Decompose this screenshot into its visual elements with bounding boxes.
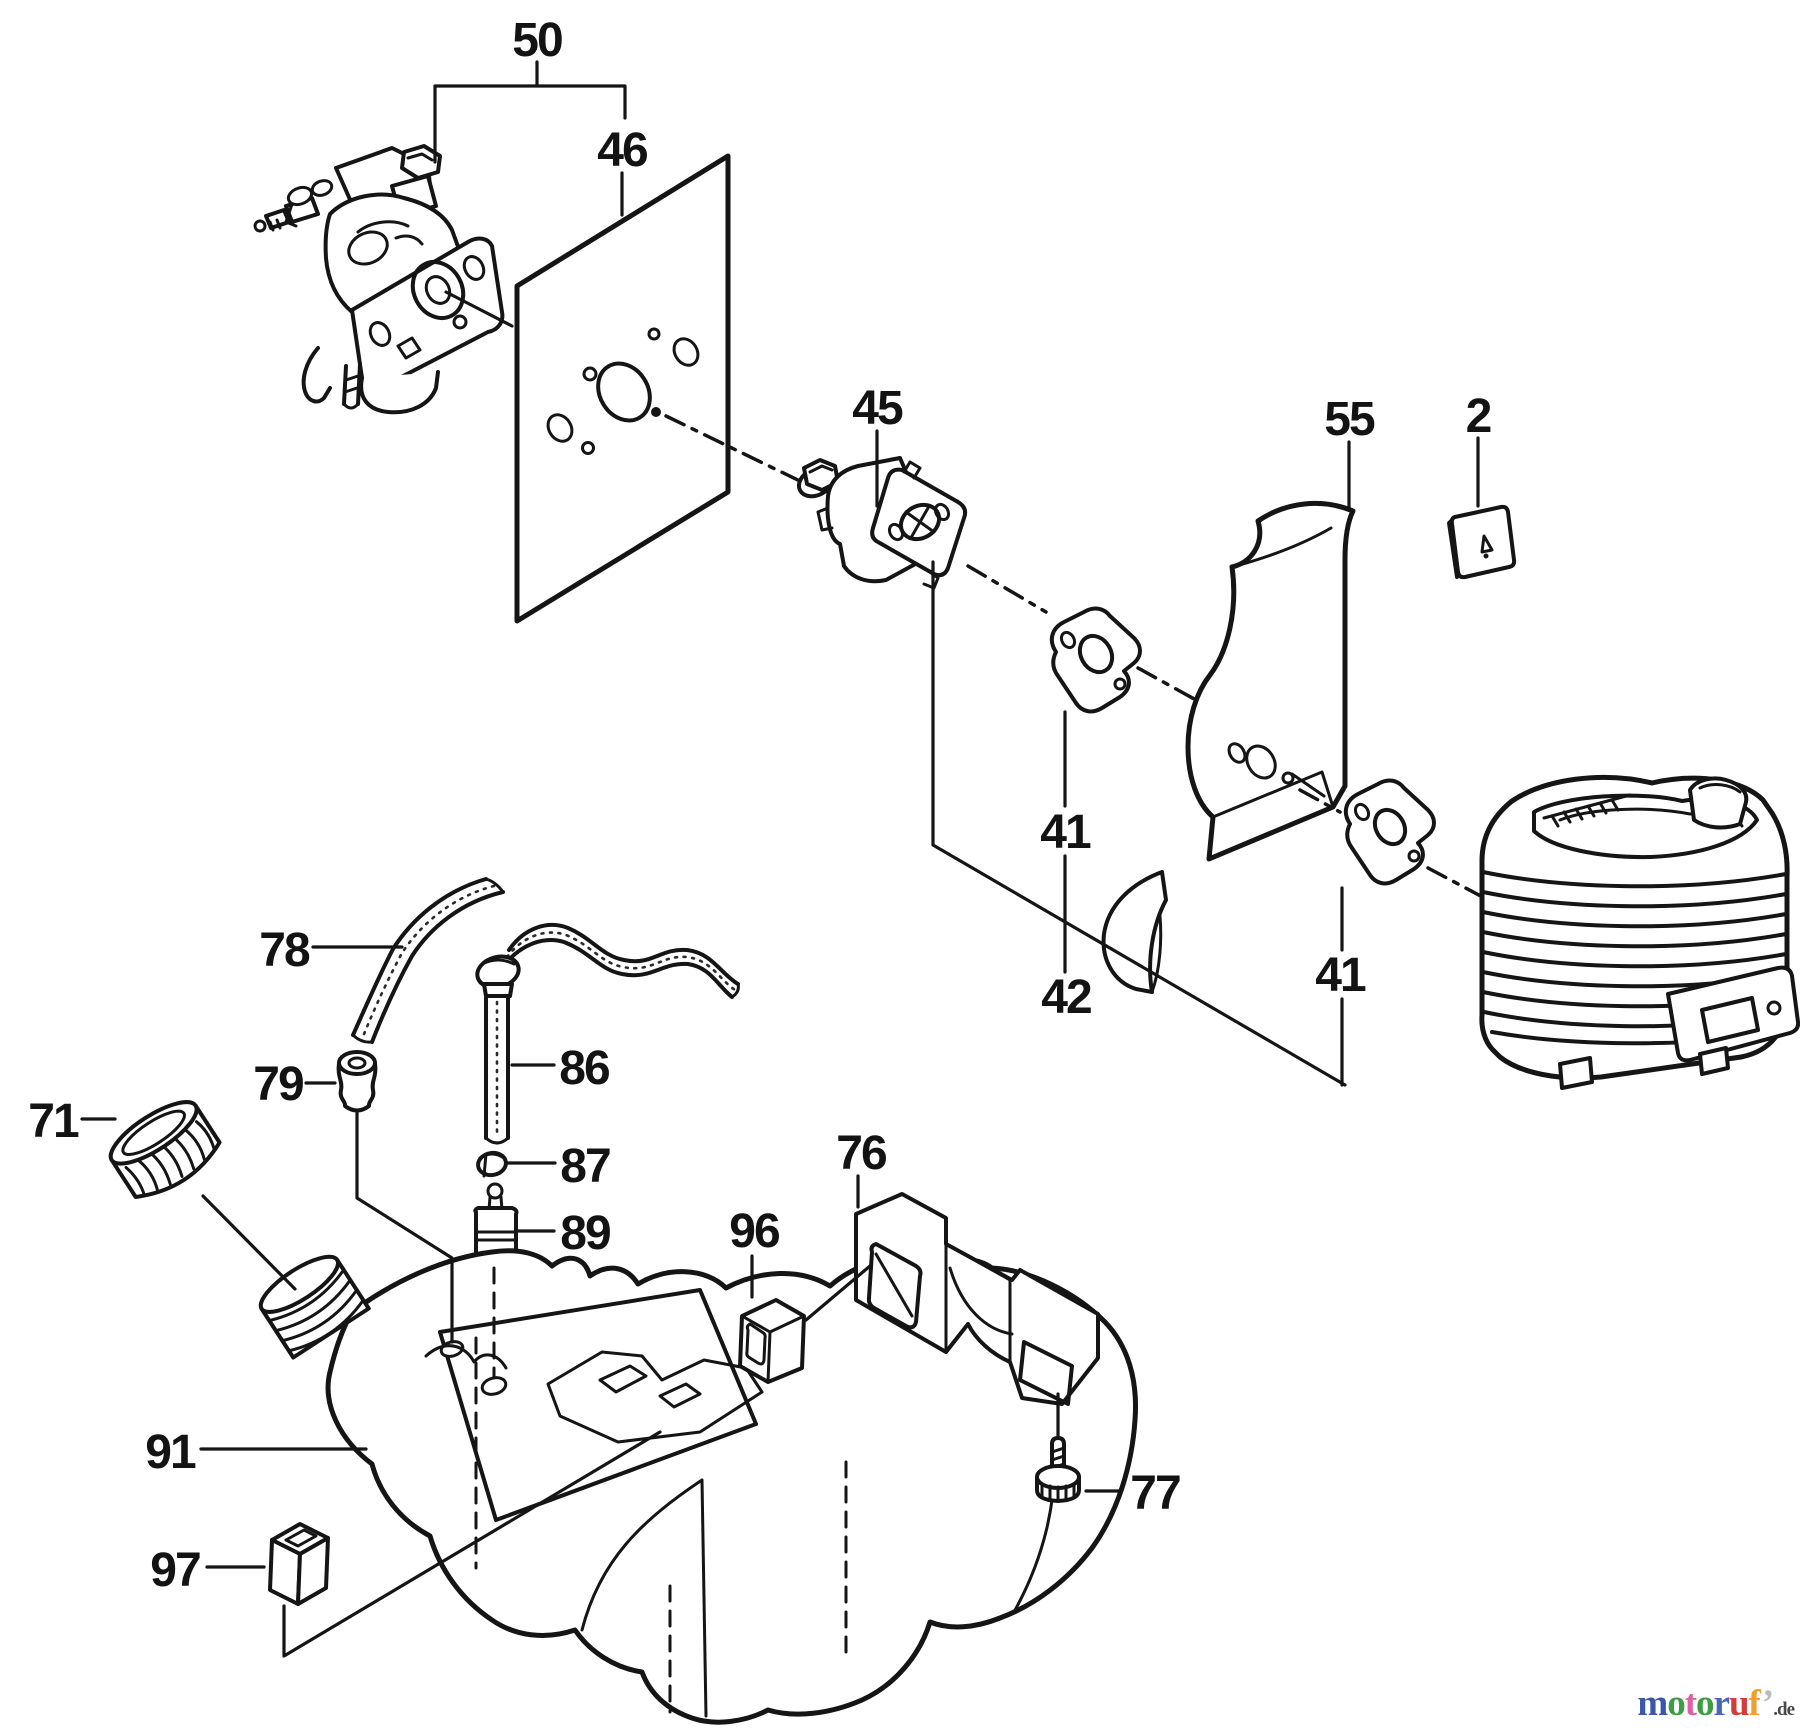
callout-label-45: 45	[852, 382, 903, 435]
callout-label-2: 2	[1466, 390, 1491, 443]
assembly-axis-segment-4	[1136, 666, 1198, 702]
rubber-insert-drawing	[738, 1298, 806, 1384]
assembly-axis-segment-5	[1298, 788, 1342, 814]
cap-mount-line	[201, 1194, 297, 1291]
leader-42	[931, 560, 1347, 1087]
engine-shroud-drawing	[1101, 500, 1356, 994]
fuel-tank-drawing	[258, 1248, 1138, 1725]
watermark-letter: o	[1696, 1683, 1714, 1724]
leader-carburetor-venturi	[444, 290, 514, 328]
callout-label-55: 55	[1324, 393, 1375, 446]
bracket-50	[433, 60, 627, 164]
leader-lines	[80, 60, 1480, 1658]
insert-mount-line	[804, 1264, 872, 1322]
callout-label-91: 91	[145, 1426, 196, 1479]
insulator-drawing	[816, 456, 968, 590]
callout-label-97: 97	[150, 1544, 200, 1597]
cushion-mount-line	[282, 1430, 662, 1658]
holder-bracket-drawing	[854, 1192, 1100, 1406]
watermark-suffix: .de	[1773, 1699, 1795, 1720]
callout-label-86: 86	[559, 1042, 609, 1095]
callout-label-50: 50	[512, 14, 562, 67]
callout-label-76: 76	[836, 1127, 886, 1180]
callout-label-41-front: 41	[1040, 806, 1091, 859]
holder-screw-drawing	[1035, 1436, 1081, 1503]
cushion-pad-drawing	[1447, 504, 1517, 580]
cylinder-drawing	[1479, 774, 1800, 1090]
fuel-grommet-drawing	[336, 1050, 378, 1113]
callout-label-87: 87	[560, 1140, 610, 1193]
fuel-tank-cap-drawing	[108, 1100, 222, 1199]
watermark-letter: o	[1667, 1683, 1685, 1724]
watermark-letter: u	[1728, 1683, 1750, 1724]
assembly-axis-segment-1	[664, 414, 808, 486]
callout-label-42: 42	[1041, 971, 1091, 1024]
watermark-link[interactable]: motoruf’.de	[1637, 1682, 1795, 1725]
callout-label-71: 71	[28, 1095, 79, 1148]
fuel-pickup-pipe-drawing	[475, 923, 740, 1145]
callout-label-89: 89	[560, 1207, 610, 1260]
gasket-plate-drawing	[514, 153, 731, 624]
intake-gasket-rear-drawing	[1343, 778, 1436, 886]
callout-labels: 50 46 45 55 2 41 42 41 78 79 86 87 89 71…	[28, 14, 1492, 1597]
watermark-letter: r	[1713, 1683, 1730, 1724]
callout-label-77: 77	[1130, 1467, 1180, 1520]
fuel-pipe-curved-drawing	[351, 877, 505, 1044]
assembly-axis-segment-3	[966, 564, 1048, 614]
watermark-letter: m	[1637, 1683, 1668, 1724]
callout-label-79: 79	[253, 1058, 303, 1111]
callout-label-78: 78	[259, 924, 310, 977]
carburetor-drawing	[253, 144, 505, 415]
intake-gasket-front-drawing	[1049, 606, 1142, 714]
watermark-letter: t	[1684, 1683, 1697, 1724]
watermark-letter: ’	[1761, 1683, 1774, 1724]
watermark-letters: motoruf’	[1637, 1683, 1774, 1724]
callout-label-41-rear: 41	[1315, 949, 1366, 1002]
watermark-letter: f	[1748, 1683, 1763, 1724]
tank-cushion-drawing	[268, 1522, 330, 1606]
pipe-clip-drawing	[476, 1150, 508, 1178]
grommet-mount-line	[355, 1108, 454, 1344]
callout-label-96: 96	[729, 1205, 779, 1258]
callout-label-46: 46	[597, 124, 647, 177]
